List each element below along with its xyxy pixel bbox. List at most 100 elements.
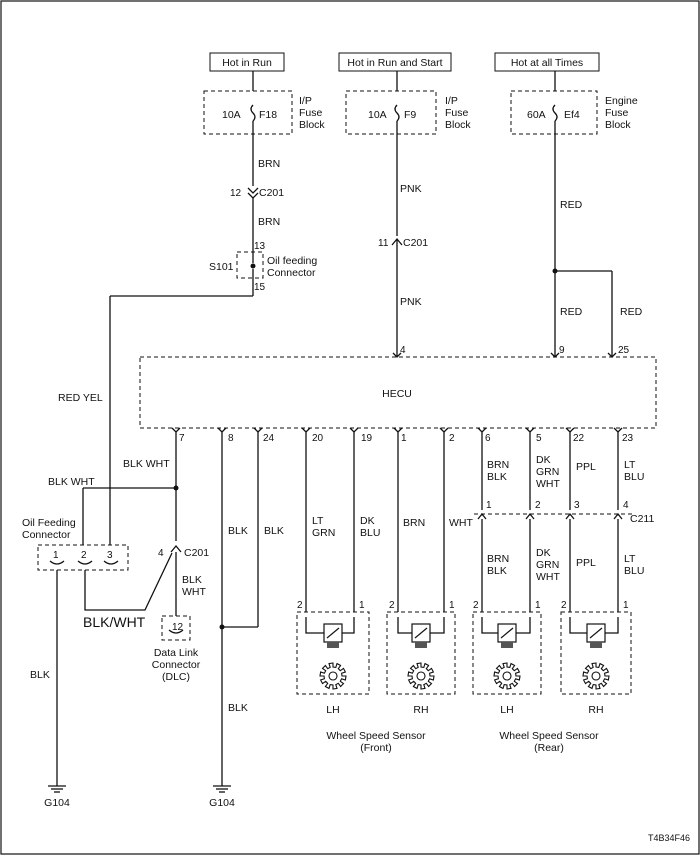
connector-c201-label-3: C201 xyxy=(184,547,209,559)
c211-pin-3: 3 xyxy=(574,500,580,511)
pin-s101-15: 15 xyxy=(254,282,266,293)
fuse-ef4-block-label-3: Block xyxy=(605,119,631,131)
wire-label-brn-blk-upper-1: BRN xyxy=(487,459,509,471)
data-link-connector xyxy=(161,615,191,641)
c211-pin-1: 1 xyxy=(486,500,492,511)
oil-conn-pin-3: 3 xyxy=(107,550,113,561)
circuit-f9 xyxy=(391,121,403,357)
wire-label-lt-blu-lower-2: BLU xyxy=(624,565,644,577)
sensor-rear-rh-pin-2: 2 xyxy=(561,600,567,611)
sensor-rear-lh-box xyxy=(472,611,542,695)
c211-pin-2: 2 xyxy=(535,500,541,511)
wire-label-blk-wht-1: BLK WHT xyxy=(123,458,170,470)
connector-c201-label-1: C201 xyxy=(259,187,284,199)
oil-connector-pin-socket-icon xyxy=(49,560,119,565)
sensor-front-lh-pin-1: 1 xyxy=(359,600,365,611)
sensor-rear-lh-coil-mark xyxy=(500,627,514,639)
wire-label-blk-pin8: BLK xyxy=(228,525,248,537)
header-hot-in-run: Hot in Run xyxy=(209,52,285,72)
sensor-front-rh-coil-mark xyxy=(414,627,428,639)
wire-label-blk-ground-left: BLK xyxy=(30,669,50,681)
sensor-front-lh-pickup-icon xyxy=(327,642,339,648)
wire-label-ppl-upper: PPL xyxy=(576,461,596,473)
wire-label-dk-blu-1: DK xyxy=(360,515,375,527)
fuse-f18-symbol-icon xyxy=(250,104,256,122)
header-hot-in-run-and-start-label: Hot in Run and Start xyxy=(347,57,442,69)
fuse-ef4: 60A Ef4 Engine Fuse Block xyxy=(510,90,638,135)
wire-label-red-3: RED xyxy=(620,306,643,318)
dlc-pin-socket-icon xyxy=(168,629,184,634)
blk-wht-jumper-wire xyxy=(84,552,173,611)
oil-conn-pin-1: 1 xyxy=(53,550,59,561)
wire-label-blk-wht-stack-1: BLK xyxy=(182,574,202,586)
wire-label-red-2: RED xyxy=(560,306,583,318)
wire-label-brn-blk-lower-1: BRN xyxy=(487,553,509,565)
c211-pin-4: 4 xyxy=(623,500,629,511)
wire-label-lt-blu-lower-1: LT xyxy=(624,553,636,565)
wire-label-pnk-1: PNK xyxy=(400,183,422,195)
oil-feeding-left-label-1: Oil Feeding xyxy=(22,517,76,529)
wire-label-dk-grn-wht-upper-3: WHT xyxy=(536,478,560,490)
wire-label-lt-blu-upper-1: LT xyxy=(624,459,636,471)
sensor-rear-lh-leads xyxy=(481,617,531,634)
hecu-label: HECU xyxy=(382,388,412,400)
sensor-front-rh-pin-2: 2 xyxy=(389,600,395,611)
wire-label-lt-grn-1: LT xyxy=(312,515,324,527)
wire-label-dk-grn-wht-lower-1: DK xyxy=(536,547,551,559)
wire-label-ppl-lower: PPL xyxy=(576,557,596,569)
sensor-front-lh-box xyxy=(296,611,370,695)
fuse-f9-block-label-2: Fuse xyxy=(445,107,469,119)
c201-pin11-connector-icon xyxy=(391,237,403,246)
wire-label-dk-grn-wht-lower-3: WHT xyxy=(536,571,560,583)
wire-label-lt-blu-upper-2: BLU xyxy=(624,471,644,483)
fuse-f9-block-label-3: Block xyxy=(445,119,471,131)
wire-label-brn-blk-lower-2: BLK xyxy=(487,565,507,577)
hecu-pin-5: 5 xyxy=(536,433,542,444)
pin-s101-13: 13 xyxy=(254,241,266,252)
s101-splice-dot-icon xyxy=(250,263,256,269)
sensor-rear-rh-leads xyxy=(569,617,619,634)
pin-c201-11: 11 xyxy=(378,238,389,249)
figure-code: T4B34F46 xyxy=(648,833,690,843)
fuse-f18-block-label-1: I/P xyxy=(299,95,312,107)
hecu-pin-6: 6 xyxy=(485,433,491,444)
c201-pin4-connector-icon xyxy=(170,544,182,553)
fuse-f18-block-label-3: Block xyxy=(299,119,325,131)
wire-label-blk-wht-slash: BLK/WHT xyxy=(83,614,146,630)
fuse-f9: 10A F9 I/P Fuse Block xyxy=(345,90,471,135)
sensor-front-lh-label: LH xyxy=(326,704,339,716)
sensor-rear-rh-label: RH xyxy=(588,704,603,716)
sensor-rear-lh-pickup-icon xyxy=(501,642,513,648)
oil-feeding-connector-box xyxy=(236,251,264,279)
hecu-pin-19: 19 xyxy=(361,433,373,444)
wire-label-dk-grn-wht-upper-1: DK xyxy=(536,454,551,466)
hecu-pin-23: 23 xyxy=(622,433,634,444)
hecu-pin-4: 4 xyxy=(400,345,406,356)
circuit-blk-wht xyxy=(82,432,182,616)
header-hot-in-run-label: Hot in Run xyxy=(222,57,272,69)
wire-label-brn-front: BRN xyxy=(403,517,425,529)
ground-g104-left-label: G104 xyxy=(44,797,70,809)
wire-label-blk-wht-2: BLK WHT xyxy=(48,476,95,488)
fuse-ef4-symbol-icon xyxy=(552,104,558,122)
sensor-front-lh-gear-hub-icon xyxy=(328,671,338,681)
wire-label-blk-pin24: BLK xyxy=(264,525,284,537)
connector-c201-label-2: C201 xyxy=(403,237,428,249)
fuse-ef4-block-label-2: Fuse xyxy=(605,107,629,119)
wire-label-dk-grn-wht-lower-2: GRN xyxy=(536,559,559,571)
wire-label-brn-2: BRN xyxy=(258,216,280,228)
sensor-rear-lh-label: LH xyxy=(500,704,513,716)
hecu-pin-20: 20 xyxy=(312,433,324,444)
wire-label-lt-grn-2: GRN xyxy=(312,527,335,539)
hecu-pin-8: 8 xyxy=(228,433,234,444)
sensor-rear-rh-pin-1: 1 xyxy=(623,600,629,611)
fuse-f18-id: F18 xyxy=(259,109,277,121)
header-hot-at-all-times-label: Hot at all Times xyxy=(511,57,583,69)
ground-g104-left-icon xyxy=(48,785,66,793)
hecu-top-pin-marks-icon xyxy=(392,352,617,358)
oil-conn-pin-2: 2 xyxy=(81,550,87,561)
sensor-rear-rh-coil-mark xyxy=(589,627,603,639)
